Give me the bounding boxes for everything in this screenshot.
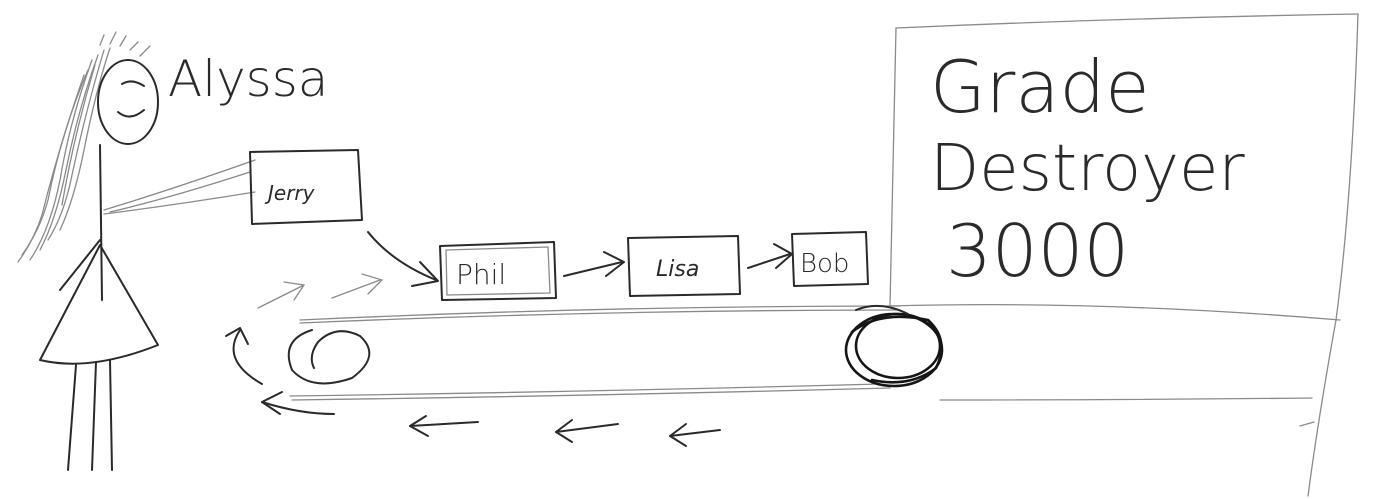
hair-scribble <box>18 32 150 262</box>
conveyor-belt <box>289 306 942 400</box>
machine-title-line3: 3000 <box>946 209 1129 293</box>
belt-roller-left <box>289 330 370 383</box>
name-box-label: Bob <box>800 249 849 279</box>
return-arrow-upper-1 <box>258 282 304 308</box>
return-arrow-lower-2 <box>410 416 478 436</box>
name-box-label: Phil <box>456 258 506 291</box>
return-arrow-lower-4 <box>670 424 720 446</box>
belt-roller-right <box>846 306 942 386</box>
name-box-label: Lisa <box>656 257 699 282</box>
return-arrow-upper-2 <box>332 274 382 298</box>
name-box-lisa: Lisa <box>628 236 740 296</box>
machine-title-line2: Destroyer <box>930 132 1245 206</box>
name-box-label: Jerry <box>264 181 316 205</box>
return-arrow-curl <box>226 328 262 384</box>
name-box-phil: Phil <box>440 242 556 300</box>
name-box-bob: Bob <box>792 232 868 286</box>
arrow-phil-to-lisa <box>564 252 624 276</box>
arrow-lisa-to-bob <box>748 244 792 268</box>
return-arrow-lower-3 <box>556 420 618 442</box>
arrow-jerry-to-phil <box>368 232 438 286</box>
owner-name-label: Alyssa <box>168 50 328 108</box>
name-box-jerry: Jerry <box>250 150 362 224</box>
machine-title-line1: Grade <box>930 45 1150 129</box>
